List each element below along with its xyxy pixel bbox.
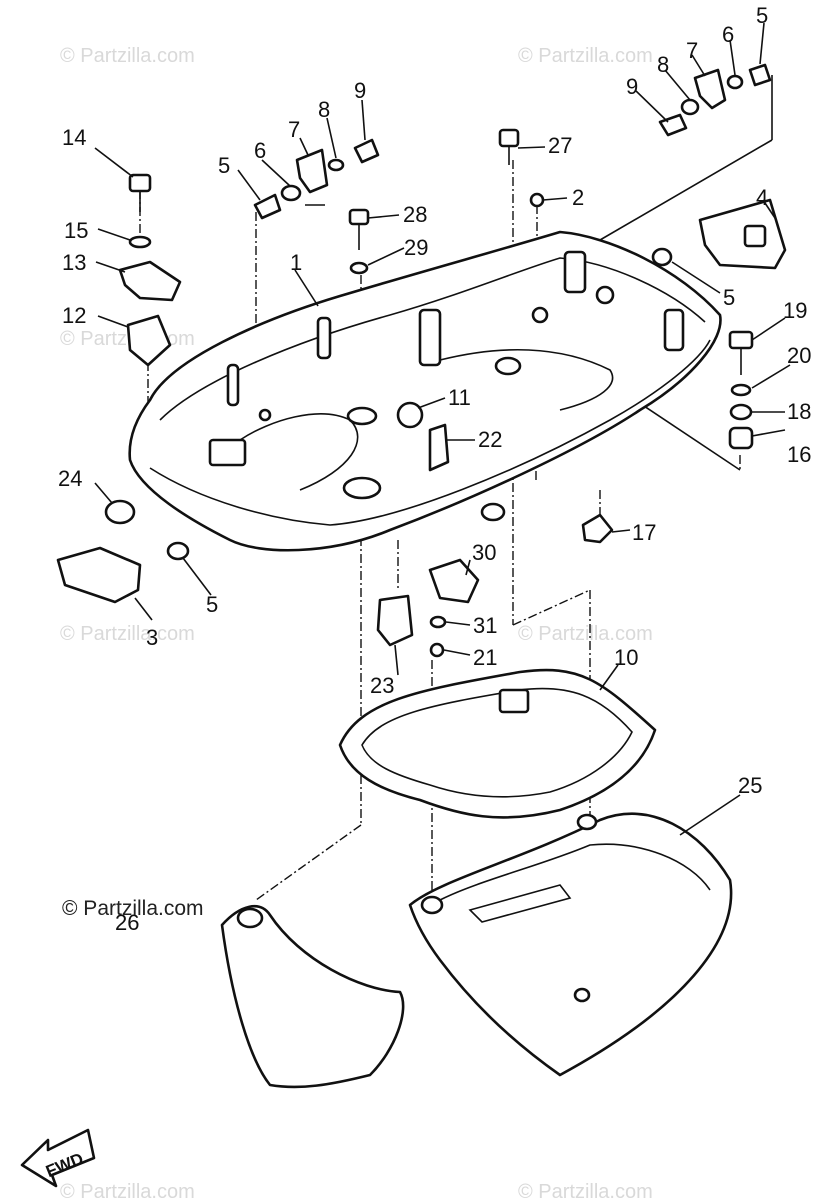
small-parts-left [56,138,450,604]
callout-5-left-top: 5 [218,153,230,178]
callout-6-right: 6 [722,22,734,47]
callout-15: 15 [64,218,88,243]
callout-6-left: 6 [254,138,266,163]
callout-8-left: 8 [318,97,330,122]
callout-2: 2 [572,185,584,210]
watermark: © Partzilla.com [518,45,653,67]
small-parts-right [376,63,787,658]
callout-27: 27 [548,133,572,158]
callout-9-left: 9 [354,78,366,103]
watermark: © Partzilla.com [60,623,195,645]
callout-28: 28 [403,202,427,227]
side-cover-left [220,905,405,1089]
leader-lines [94,22,791,836]
callout-8-right: 8 [657,52,669,77]
callout-26: 26 [115,910,139,935]
callout-5-right: 5 [723,285,735,310]
watermark: © Partzilla.com [60,1181,195,1200]
callout-7-right: 7 [686,38,698,63]
callout-9-right: 9 [626,74,638,99]
callout-1: 1 [290,250,302,275]
callout-11: 11 [448,385,471,410]
callout-14: 14 [62,125,86,150]
callout-3: 3 [146,625,158,650]
watermark: © Partzilla.com [518,623,653,645]
callout-22: 22 [478,427,502,452]
callout-5-right-top: 5 [756,3,768,28]
callout-31: 31 [473,613,497,638]
callout-13: 13 [62,250,86,275]
callout-4: 4 [756,185,768,210]
callout-19: 19 [783,298,807,323]
callout-labels: 14 15 13 12 5 6 7 8 9 1 28 29 11 22 24 3… [58,3,811,935]
callout-17: 17 [632,520,656,545]
callout-18: 18 [787,399,811,424]
watermark: © Partzilla.com [518,1181,653,1200]
bottom-cowling [128,230,722,552]
callout-29: 29 [404,235,428,260]
forward-arrow-icon: FWD [20,1128,96,1188]
cowling-frame [338,668,657,819]
copyright-credit: © Partzilla.com [62,897,204,920]
watermark: © Partzilla.com [60,45,195,67]
callout-30: 30 [472,540,496,565]
callout-7-left: 7 [288,117,300,142]
callout-20: 20 [787,343,811,368]
callout-12: 12 [62,303,86,328]
callout-10: 10 [614,645,638,670]
callout-25: 25 [738,773,762,798]
callout-5-left-bottom: 5 [206,592,218,617]
callout-16: 16 [787,442,811,467]
callout-21: 21 [473,645,497,670]
side-cover-right [408,812,733,1077]
callout-23: 23 [370,673,394,698]
callout-24: 24 [58,466,82,491]
